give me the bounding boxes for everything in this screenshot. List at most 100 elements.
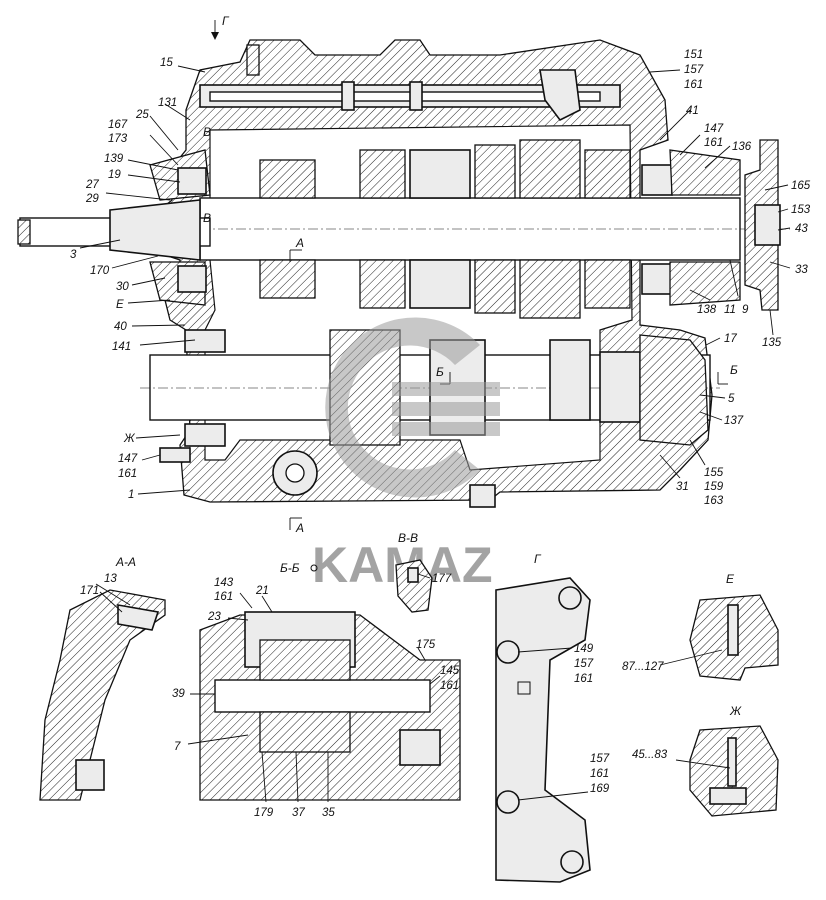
front-bearing-upper bbox=[177, 167, 207, 195]
counter-gear-c bbox=[549, 339, 591, 421]
callout-1: 1 bbox=[128, 489, 134, 501]
detail-v-v: В-В 177 bbox=[395, 531, 452, 613]
callout-zh: Ж bbox=[123, 433, 136, 445]
section-mark-v-lower: В bbox=[203, 211, 211, 225]
callout-136: 136 bbox=[732, 141, 752, 153]
callout-155: 155 bbox=[704, 467, 724, 479]
g-bracket bbox=[495, 577, 591, 883]
callout-135: 135 bbox=[762, 337, 782, 349]
callout-157: 157 bbox=[684, 64, 704, 76]
callout-145: 145 bbox=[440, 665, 460, 677]
gear-3b bbox=[474, 259, 516, 314]
callout-161-left: 161 bbox=[118, 468, 137, 480]
kamaz-logo-ring bbox=[325, 317, 480, 498]
callout-147-right: 147 bbox=[704, 123, 724, 135]
callout-30: 30 bbox=[116, 281, 129, 293]
callout-7: 7 bbox=[174, 741, 181, 753]
callout-165: 165 bbox=[791, 180, 811, 192]
callout-21: 21 bbox=[255, 585, 269, 597]
callout-161-bb2: 161 bbox=[440, 680, 459, 692]
detail-b-b: Б-Б 143 161 21 23 175 145 161 39 7 179 3… bbox=[172, 561, 461, 819]
callout-149: 149 bbox=[574, 643, 594, 655]
detail-title-e: Е bbox=[726, 572, 735, 586]
callout-11: 11 bbox=[724, 304, 736, 316]
callout-157-g2: 157 bbox=[590, 753, 610, 765]
gear-4 bbox=[519, 139, 581, 199]
section-mark-v-upper: В bbox=[203, 125, 211, 139]
callout-175: 175 bbox=[416, 639, 436, 651]
callout-161-g2: 161 bbox=[590, 768, 609, 780]
callout-27: 27 bbox=[85, 179, 99, 191]
callout-173: 173 bbox=[108, 133, 128, 145]
input-spline-end bbox=[17, 219, 31, 245]
callout-138: 138 bbox=[697, 304, 717, 316]
gear-5 bbox=[584, 149, 631, 199]
callout-161-bb: 161 bbox=[214, 591, 233, 603]
callout-163: 163 bbox=[704, 495, 724, 507]
callout-33: 33 bbox=[795, 264, 808, 276]
callout-19: 19 bbox=[108, 169, 121, 181]
rear-cover-lower bbox=[669, 261, 741, 306]
drain-plug-core bbox=[285, 463, 305, 483]
detail-title-v-v: В-В bbox=[398, 531, 418, 545]
callout-161-right: 161 bbox=[704, 137, 723, 149]
gear-4b bbox=[519, 259, 581, 319]
shift-fork-head bbox=[539, 69, 581, 122]
callout-147-left: 147 bbox=[118, 453, 138, 465]
detail-title-b-b: Б-Б bbox=[280, 561, 300, 575]
counter-bearing-front bbox=[184, 329, 226, 353]
callout-131: 131 bbox=[158, 97, 177, 109]
callout-23: 23 bbox=[207, 611, 221, 623]
counter-rear-bearing bbox=[639, 334, 709, 446]
section-mark-b-right: Б bbox=[730, 363, 738, 377]
gear-1b bbox=[259, 259, 316, 299]
gear-2 bbox=[359, 149, 406, 199]
gear-5b bbox=[584, 259, 631, 309]
rear-bearing-upper bbox=[641, 164, 673, 196]
detail-e: Е 87...127 bbox=[622, 572, 779, 681]
callout-13: 13 bbox=[104, 573, 117, 585]
callout-151: 151 bbox=[684, 49, 703, 61]
b-b-shaft bbox=[214, 679, 431, 713]
callout-157-g: 157 bbox=[574, 658, 594, 670]
output-nut bbox=[754, 204, 781, 246]
callout-35: 35 bbox=[322, 807, 335, 819]
detail-a-a: А-А 13 171 bbox=[39, 555, 166, 801]
callout-177: 177 bbox=[432, 573, 452, 585]
bottom-boss bbox=[469, 484, 496, 508]
detent-1 bbox=[341, 81, 355, 111]
callout-39: 39 bbox=[172, 688, 185, 700]
callout-29: 29 bbox=[85, 193, 99, 205]
section-mark-g: Г bbox=[222, 14, 230, 28]
callout-170: 170 bbox=[90, 265, 110, 277]
a-a-housing bbox=[39, 589, 166, 801]
callout-87-127: 87...127 bbox=[622, 661, 664, 673]
section-mark-a-top: А bbox=[295, 236, 304, 250]
gear-3 bbox=[474, 144, 516, 199]
callout-153: 153 bbox=[791, 204, 811, 216]
callout-40: 40 bbox=[114, 321, 127, 333]
callout-179: 179 bbox=[254, 807, 274, 819]
section-mark-a-bottom: А bbox=[295, 521, 304, 535]
callout-141: 141 bbox=[112, 341, 131, 353]
main-section: Г А А Б Б В В bbox=[17, 14, 790, 535]
detail-title-zh: Ж bbox=[729, 704, 742, 718]
detail-zh: Ж 45...83 bbox=[632, 704, 779, 817]
callout-45-83: 45...83 bbox=[632, 749, 668, 761]
v-v-part bbox=[395, 559, 433, 613]
rear-cover bbox=[669, 149, 741, 196]
main-callouts: 15 151 157 161 131 25 167 173 139 19 27 … bbox=[70, 49, 811, 507]
callout-43: 43 bbox=[795, 223, 808, 235]
detail-title-g: Г bbox=[534, 552, 542, 566]
input-shaft-flange bbox=[109, 199, 201, 261]
callout-161-g: 161 bbox=[574, 673, 593, 685]
callout-37: 37 bbox=[292, 807, 305, 819]
synchronizer bbox=[409, 149, 471, 199]
shift-rail bbox=[209, 91, 601, 102]
callout-143: 143 bbox=[214, 577, 234, 589]
counter-bearing-front-b bbox=[184, 423, 226, 447]
callout-167: 167 bbox=[108, 119, 128, 131]
detent-spring bbox=[246, 44, 260, 76]
callout-9: 9 bbox=[742, 304, 749, 316]
